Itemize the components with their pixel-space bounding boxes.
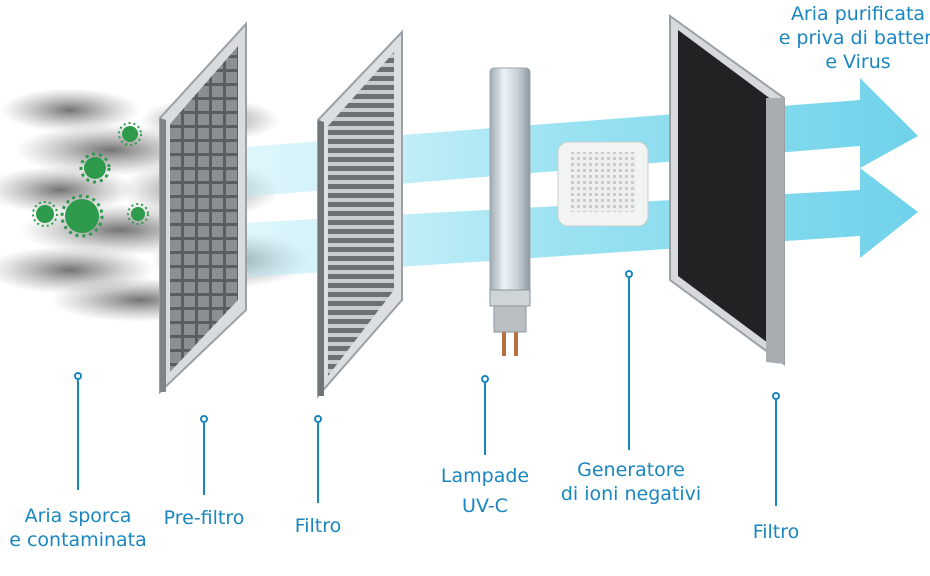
dirty-air-label: Aria sporca e contaminata [0,504,156,552]
callout-line [317,423,319,503]
ionizer-label: Generatore di ioni negativi [548,458,714,506]
output-label-line-2: e priva di batteri [778,27,930,49]
lamp-label: Lampade UV-C [426,464,544,518]
callout-line [77,380,79,490]
callout-dot [625,270,633,278]
prefilter-label: Pre-filtro [163,507,245,529]
callout-line [484,383,486,455]
carbon-filter-panel [669,14,785,366]
filter-panel [317,29,403,399]
uvc-lamp [489,67,531,356]
output-label-line-1: Aria purificata [790,3,926,25]
smoke-cloud [0,88,310,322]
callout-dot [772,392,780,400]
callout-dot [314,415,322,423]
dirty-air-label-line-2: e contaminata [9,529,147,551]
ionizer-label-line-1: Generatore [577,459,685,481]
callout-line [628,278,630,450]
prefilter-panel [159,21,247,395]
output-label-line-3: e Virus [825,51,891,73]
callout-line [775,400,777,506]
output-label: Aria purificata e priva di batteri e Vir… [743,2,930,74]
callout-dot [481,375,489,383]
ionizer-label-line-2: di ioni negativi [560,483,702,505]
callout-dot [200,415,208,423]
filter-label: Filtro [294,515,342,537]
lamp-label-line-2: UV-C [462,495,508,517]
callout-dot [74,372,82,380]
lamp-label-line-1: Lampade [440,465,530,487]
dirty-air-label-line-1: Aria sporca [24,505,132,527]
filter-2-label: Filtro [752,521,800,543]
callout-line [203,423,205,495]
virus-icon [32,122,149,238]
ion-generator [557,141,649,227]
